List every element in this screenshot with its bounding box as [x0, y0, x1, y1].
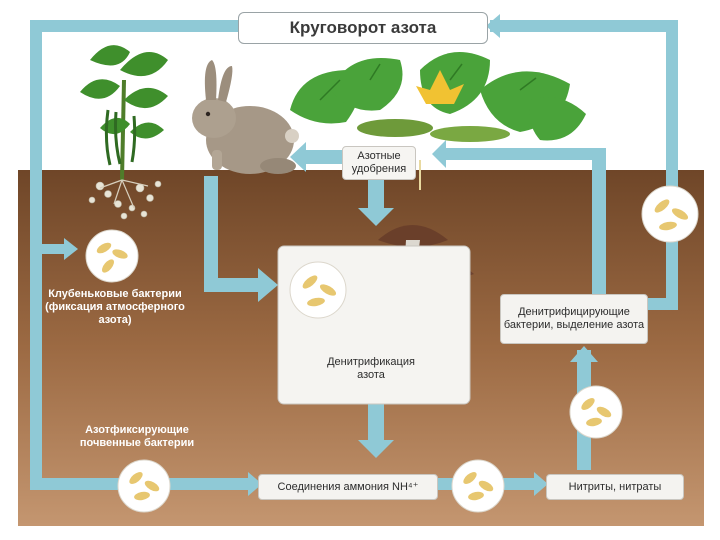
ammonium-box: Соединения аммония NH⁴⁺ — [258, 474, 438, 500]
squash-plant-illustration — [290, 52, 586, 190]
bacteria-circle-soil — [118, 460, 170, 512]
bacteria-circle-nodule — [86, 230, 138, 282]
bacteria-circle-denitrification — [290, 262, 346, 318]
bacteria-circle-denitrifying — [642, 186, 698, 242]
nitrites-box: Нитриты, нитраты — [546, 474, 684, 500]
denitrification-label: Денитрификация азота — [316, 356, 426, 382]
diagram-title: Круговорот азота — [238, 12, 488, 44]
soil-bacteria-label: Азотфиксирующие почвенные бактерии — [62, 424, 212, 450]
denitrifying-bacteria-box: Денитрифицирующие бактерии, выделение аз… — [500, 294, 648, 344]
bacteria-circle-ammonium — [452, 460, 504, 512]
fertilizers-label: Азотные удобрения — [342, 146, 416, 180]
nodule-bacteria-label: Клубеньковые бактерии (фиксация атмосфер… — [40, 288, 190, 327]
rabbit-illustration — [192, 60, 299, 174]
bacteria-circle-nitrites — [570, 386, 622, 438]
